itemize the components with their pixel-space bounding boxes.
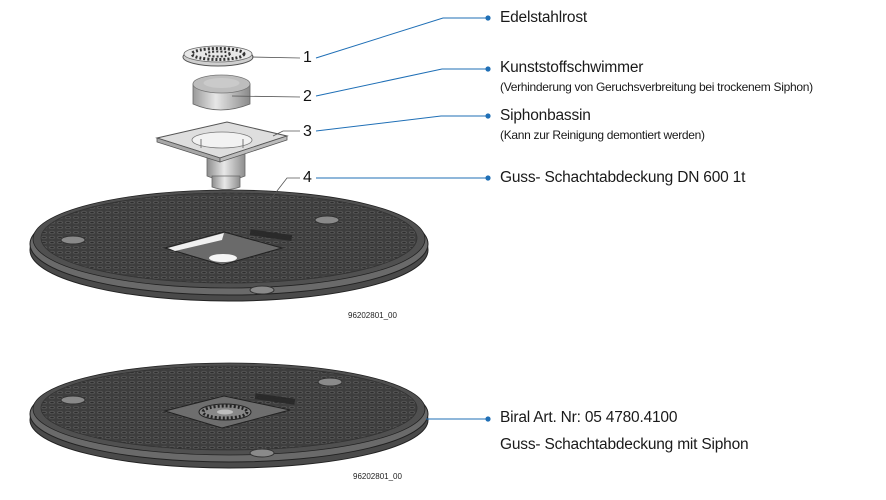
plastic-float-part: [192, 74, 251, 111]
drawing-code-top: 96202801_00: [348, 311, 397, 320]
callout-number-1: 1: [303, 49, 312, 66]
manhole-cover-assembled: [29, 362, 429, 469]
assembled-description: Guss- Schachtabdeckung mit Siphon: [500, 436, 749, 453]
article-number: Biral Art. Nr: 05 4780.4100: [500, 409, 678, 426]
siphon-basin-part: [155, 121, 289, 190]
label-siphonbassin-note: (Kann zur Reinigung demontiert werden): [500, 128, 705, 142]
manhole-cover-exploded: [29, 189, 429, 302]
label-kunststoffschwimmer-note: (Verhinderung von Geruchsverbreitung bei…: [500, 80, 813, 94]
stainless-grate-part: [182, 45, 254, 67]
callout-number-4: 4: [303, 169, 312, 186]
callout-number-2: 2: [303, 88, 312, 105]
label-leaders: [315, 17, 488, 420]
label-schachtabdeckung: Guss- Schachtabdeckung DN 600 1t: [500, 169, 746, 186]
callout-number-3: 3: [303, 123, 312, 140]
label-edelstahlrost: Edelstahlrost: [500, 9, 588, 26]
label-kunststoffschwimmer: Kunststoffschwimmer: [500, 59, 644, 76]
label-siphonbassin: Siphonbassin: [500, 107, 591, 124]
drawing-code-bottom: 96202801_00: [353, 472, 402, 481]
part-leaders: [231, 56, 301, 201]
leader-dots: [485, 15, 491, 422]
